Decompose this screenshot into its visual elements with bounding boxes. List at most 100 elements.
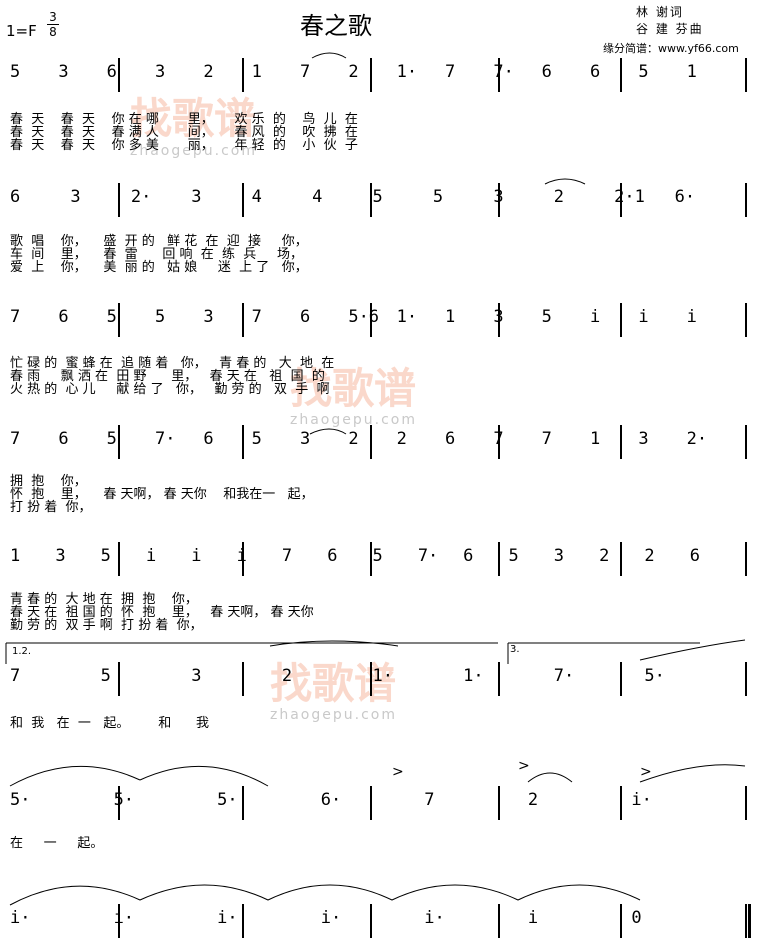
bar-line bbox=[620, 183, 622, 217]
note: 5 bbox=[372, 546, 383, 566]
composer-credit: 谷 建 芬曲 bbox=[636, 22, 704, 36]
note: i bbox=[527, 908, 539, 928]
bar-line bbox=[370, 183, 372, 217]
bar-line bbox=[620, 58, 622, 92]
note: 5 bbox=[432, 187, 444, 207]
watermark-url: zhaogepu.com bbox=[130, 143, 257, 159]
note: 5 bbox=[251, 429, 262, 449]
note: 2· bbox=[130, 187, 152, 207]
note: 7 bbox=[281, 546, 293, 566]
note: 7 bbox=[300, 62, 311, 82]
bar-line bbox=[118, 786, 120, 820]
note: i· bbox=[631, 790, 652, 810]
bar-line bbox=[370, 425, 372, 459]
lyric-line: 勤 劳 的 双 手 啊 打 扮 着 你， bbox=[10, 618, 203, 633]
bar-line bbox=[620, 662, 622, 696]
lyric-line: 爱 上 你， 美 丽 的 姑 娘 迷 上 了 你， bbox=[10, 260, 308, 275]
bar-line bbox=[370, 786, 372, 820]
note: 7 bbox=[251, 307, 262, 327]
note: i· bbox=[10, 908, 31, 928]
note: i bbox=[191, 546, 202, 566]
bar-line bbox=[118, 542, 120, 576]
bar-line bbox=[370, 662, 372, 696]
accent-mark: > bbox=[518, 758, 530, 774]
note: 0 bbox=[631, 908, 642, 928]
note: 7 bbox=[541, 429, 552, 449]
note: 3 bbox=[70, 187, 81, 207]
watermark-logo: 找歌谱 bbox=[270, 659, 397, 708]
bar-line bbox=[745, 786, 747, 820]
watermark-logo: 找歌谱 bbox=[290, 364, 417, 413]
note: 4 bbox=[251, 187, 262, 207]
lyric-line: 怀 抱 里， 春 天啊， 春 天你 和我在一 起， bbox=[10, 487, 314, 502]
volta-second-ending: 3. bbox=[510, 644, 520, 655]
note: 1 bbox=[590, 429, 601, 449]
note: 3 bbox=[493, 187, 504, 207]
bar-line bbox=[118, 303, 120, 337]
note: 7 bbox=[10, 429, 21, 449]
note: 2 bbox=[527, 790, 539, 810]
bar-line bbox=[745, 183, 747, 217]
note: 5 bbox=[10, 62, 21, 82]
slur bbox=[139, 765, 269, 787]
note: i bbox=[145, 546, 157, 566]
note: 2 bbox=[644, 546, 655, 566]
note: 7 bbox=[424, 790, 435, 810]
bar-line bbox=[118, 904, 120, 938]
bar-line bbox=[242, 542, 244, 576]
note: 6 bbox=[106, 62, 117, 82]
lyric-line: 火 热 的 心 儿 献 给 了 你， 勤 劳 的 双 手 啊 bbox=[10, 382, 330, 397]
note: 6 bbox=[590, 62, 601, 82]
bar-line bbox=[745, 662, 747, 696]
note: 2 bbox=[348, 429, 359, 449]
note: i· bbox=[217, 908, 238, 928]
slur bbox=[311, 52, 347, 59]
lyric-line: 春 天 在 祖 国 的 怀 抱 里， 春 天啊， 春 天你 bbox=[10, 605, 314, 620]
note: 6 bbox=[58, 307, 69, 327]
slur bbox=[544, 178, 586, 185]
site-credit: 缘分简谱：www.yf66.com bbox=[603, 42, 739, 55]
note: 6 bbox=[689, 546, 700, 566]
note: 6 bbox=[58, 429, 69, 449]
bar-line bbox=[620, 542, 622, 576]
note: 6· bbox=[674, 187, 696, 207]
note: 6 bbox=[300, 307, 311, 327]
bar-line bbox=[118, 58, 120, 92]
note: 5· bbox=[217, 790, 238, 810]
note: i· bbox=[320, 908, 342, 928]
slur bbox=[9, 765, 141, 787]
bar-line bbox=[118, 662, 120, 696]
slur bbox=[9, 884, 641, 906]
note: i bbox=[686, 307, 697, 327]
note: 7 bbox=[493, 429, 504, 449]
song-title: 春之歌 bbox=[300, 12, 372, 40]
note: 6 bbox=[463, 546, 474, 566]
bar-line bbox=[242, 786, 244, 820]
lyric-line: 忙 碌 的 蜜 蜂 在 追 随 着 你， 青 春 的 大 地 在 bbox=[10, 356, 335, 371]
lyric-line: 春 天 春 天 你 在 哪 里， 欢 乐 的 鸟 儿 在 bbox=[10, 112, 358, 127]
note: 3 bbox=[55, 546, 66, 566]
bar-line bbox=[745, 542, 747, 576]
meter-denominator: 8 bbox=[47, 24, 59, 39]
slur bbox=[309, 428, 347, 435]
note: 5 bbox=[106, 307, 117, 327]
note: 2 bbox=[203, 62, 214, 82]
note: 3 bbox=[191, 666, 202, 686]
note: 6· bbox=[320, 790, 342, 810]
note: 5 bbox=[100, 666, 111, 686]
note: 2 bbox=[348, 62, 359, 82]
note: 6 bbox=[10, 187, 21, 207]
note: 2 bbox=[396, 429, 407, 449]
note: 1· bbox=[372, 666, 393, 686]
bar-line bbox=[498, 662, 500, 696]
note: 7· bbox=[417, 546, 439, 566]
lyric-line: 打 扮 着 你， bbox=[10, 500, 92, 515]
note: 6 bbox=[203, 429, 214, 449]
bar-line bbox=[745, 303, 747, 337]
bar-line bbox=[242, 425, 244, 459]
bar-line bbox=[498, 542, 500, 576]
note: 1 bbox=[10, 546, 21, 566]
note: 1 bbox=[445, 307, 456, 327]
bar-line bbox=[620, 425, 622, 459]
slur bbox=[639, 764, 746, 783]
